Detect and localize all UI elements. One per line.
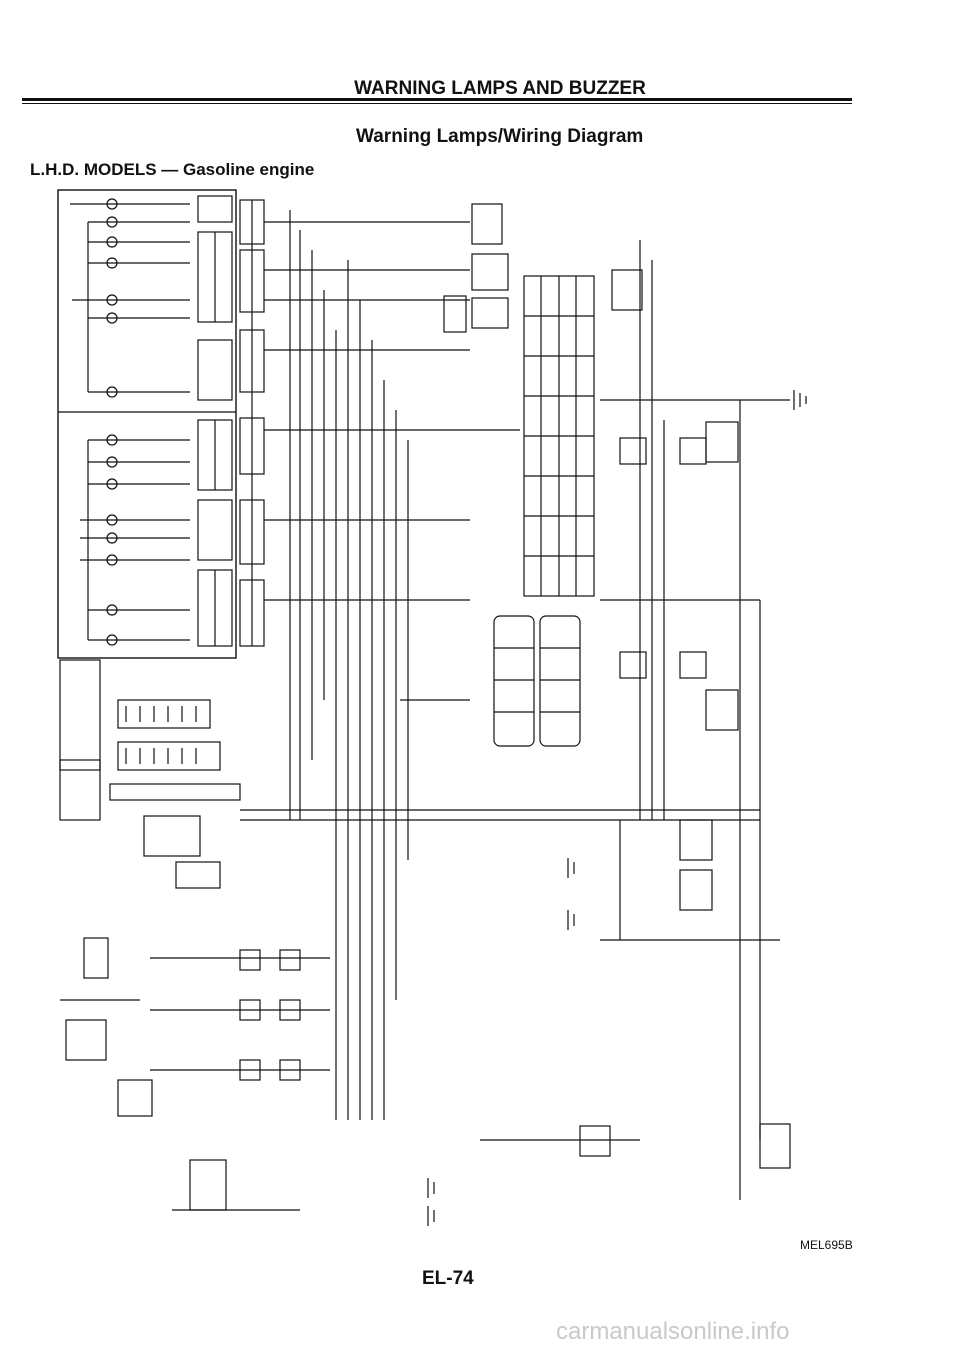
watermark: carmanualsonline.info (556, 1318, 790, 1345)
ground-symbol-right (793, 390, 807, 410)
meter-connectors (197, 195, 233, 647)
door-switch-front-lh (143, 815, 221, 889)
model-label: L.H.D. MODELS — Gasoline engine (30, 160, 315, 179)
lower-lamp-group (80, 434, 190, 646)
diagram-subtitle: Warning Lamps/Wiring Diagram (356, 126, 644, 147)
header-rule (22, 98, 852, 101)
slide-door-switches (705, 421, 739, 731)
brake-fluid-switch (172, 1159, 300, 1211)
pressure-switches (60, 937, 140, 1061)
parking-brake-switch (480, 1125, 640, 1157)
header-rule-thin (22, 103, 852, 104)
abs-control-unit (493, 615, 581, 747)
ground-symbols-lower (427, 858, 575, 1226)
combination-meter-box (57, 189, 237, 659)
lower-connectors (150, 949, 330, 1081)
figure-code: MEL695B (800, 1238, 853, 1252)
relay-connectors (619, 437, 713, 911)
eccs-control-unit (523, 275, 595, 597)
upper-lamp-group (70, 198, 190, 398)
middle-connectors (239, 199, 265, 647)
alternator (117, 1079, 153, 1117)
page-number: EL-74 (422, 1268, 474, 1289)
main-harness-lines (240, 210, 760, 1120)
back-door-switch (611, 269, 643, 311)
right-harness-lines (600, 240, 790, 1200)
seat-belt-unit (443, 203, 509, 333)
door-switch-front-rh (759, 1123, 791, 1169)
fuse-block (109, 699, 241, 801)
page-header: WARNING LAMPS AND BUZZER (354, 78, 646, 99)
ignition-switch (59, 659, 101, 821)
